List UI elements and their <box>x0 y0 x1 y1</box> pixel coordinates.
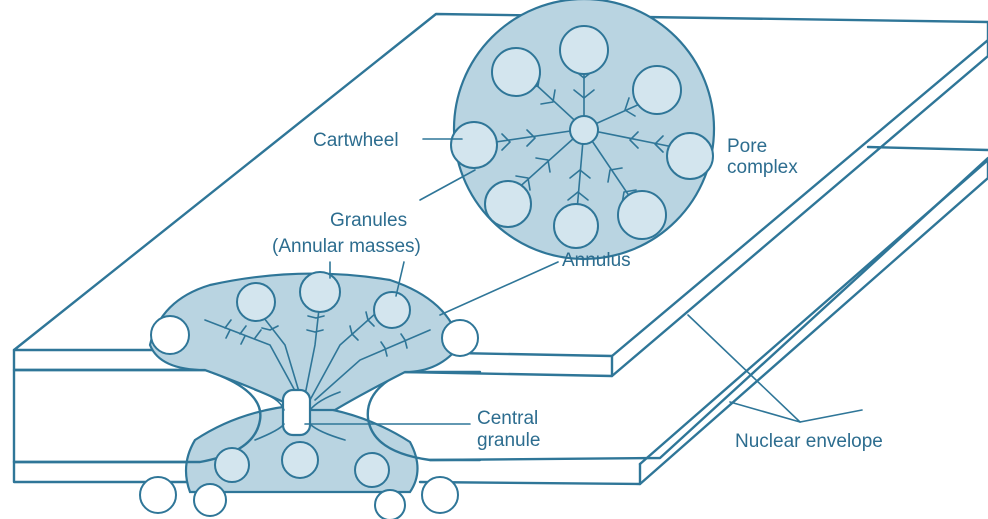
granule <box>215 448 249 482</box>
granule-open <box>194 484 226 516</box>
granule <box>618 191 666 239</box>
label-central: Central <box>477 408 538 429</box>
label-granules: Granules <box>330 210 407 231</box>
granule-open <box>151 316 189 354</box>
granule <box>374 292 410 328</box>
granule <box>492 48 540 96</box>
label-annulus: Annulus <box>562 250 631 271</box>
granule <box>633 66 681 114</box>
granule <box>300 272 340 312</box>
nuclear-envelope-leader <box>688 315 862 422</box>
granule <box>485 181 531 227</box>
annulus-leader <box>440 262 558 315</box>
central-granule <box>283 390 310 435</box>
granule <box>667 133 713 179</box>
label-granule: granule <box>477 430 540 451</box>
central-granule-top <box>570 116 598 144</box>
granule-open <box>140 477 176 513</box>
label-complex: complex <box>727 157 798 178</box>
granule <box>451 122 497 168</box>
granule <box>554 204 598 248</box>
granule <box>237 283 275 321</box>
label-nuclear-envelope: Nuclear envelope <box>735 431 883 452</box>
granule <box>282 442 318 478</box>
label-pore: Pore <box>727 136 767 157</box>
granule-open <box>442 320 478 356</box>
granule-open <box>375 490 405 519</box>
granule-open <box>422 477 458 513</box>
label-cartwheel: Cartwheel <box>313 130 399 151</box>
granule <box>355 453 389 487</box>
granule <box>560 26 608 74</box>
inner-sheet-line <box>868 147 988 150</box>
label-annular-masses: (Annular masses) <box>272 236 421 257</box>
